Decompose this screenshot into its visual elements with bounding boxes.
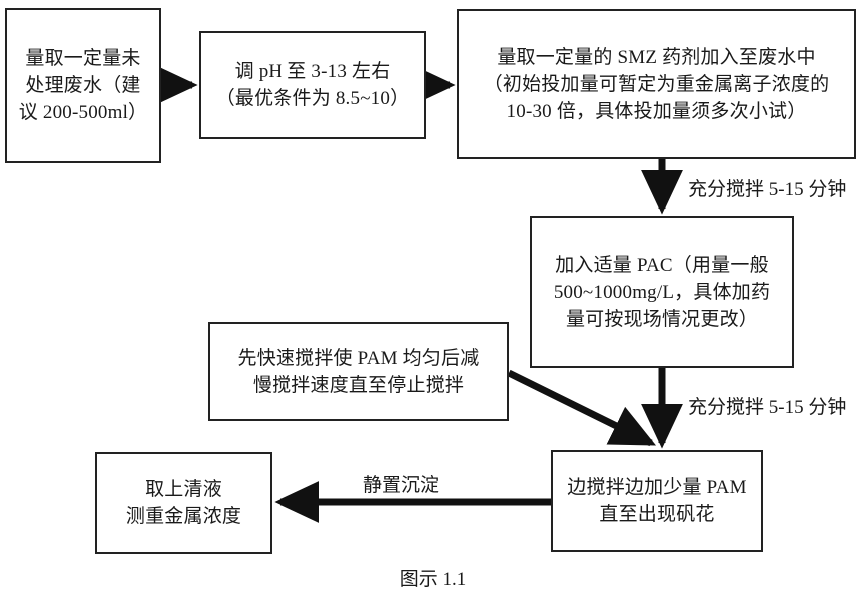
node-measure-wastewater[interactable]: 量取一定量未 处理废水（建 议 200-500ml） xyxy=(5,8,161,163)
node-text-line: 先快速搅拌使 PAM 均匀后减 xyxy=(237,347,480,369)
node-text-line: 直至出现矾花 xyxy=(599,504,715,525)
node-text-line: 加入适量 PAC（用量一般 xyxy=(555,254,769,276)
node-text-line: 10-30 倍，具体投加量须多次小试） xyxy=(506,100,807,122)
node-text-line: （最优条件为 8.5~10） xyxy=(215,88,410,109)
node-text-line: 量可按现场情况更改） xyxy=(565,308,758,330)
edge-label-stir-after-smz: 充分搅拌 5-15 分钟 xyxy=(688,179,847,200)
node-text-line: 慢搅拌速度直至停止搅拌 xyxy=(252,374,465,396)
node-text-line: 议 200-500ml） xyxy=(18,102,148,123)
node-text-line: 处理废水（建 xyxy=(25,75,141,96)
node-supernatant[interactable]: 取上清液 测重金属浓度 xyxy=(95,452,272,554)
node-stir-pam-speed[interactable]: 先快速搅拌使 PAM 均匀后减 慢搅拌速度直至停止搅拌 xyxy=(208,322,509,421)
node-add-pam-floc[interactable]: 边搅拌边加少量 PAM 直至出现矾花 xyxy=(551,450,763,552)
node-text-line: 量取一定量未 xyxy=(25,48,141,69)
node-text-line: （初始投加量可暂定为重金属离子浓度的 xyxy=(483,73,830,95)
node-add-smz[interactable]: 量取一定量的 SMZ 药剂加入至废水中 （初始投加量可暂定为重金属离子浓度的 1… xyxy=(457,9,856,159)
edge-label-settle: 静置沉淀 xyxy=(363,475,440,496)
node-text-line: 量取一定量的 SMZ 药剂加入至废水中 xyxy=(497,46,816,68)
edge-label-stir-after-pac: 充分搅拌 5-15 分钟 xyxy=(688,397,847,418)
node-text-line: 边搅拌边加少量 PAM xyxy=(567,477,747,498)
edge-stirspeed-to-pam xyxy=(507,369,657,447)
node-text-line: 取上清液 xyxy=(145,479,222,500)
node-text-line: 测重金属浓度 xyxy=(125,506,242,527)
node-text-line: 500~1000mg/L，具体加药 xyxy=(553,281,771,303)
node-adjust-ph[interactable]: 调 pH 至 3-13 左右 （最优条件为 8.5~10） xyxy=(199,31,426,139)
node-text-line: 调 pH 至 3-13 左右 xyxy=(234,61,391,82)
figure-caption: 图示 1.1 xyxy=(399,569,467,590)
node-add-pac[interactable]: 加入适量 PAC（用量一般 500~1000mg/L，具体加药 量可按现场情况更… xyxy=(530,216,794,368)
